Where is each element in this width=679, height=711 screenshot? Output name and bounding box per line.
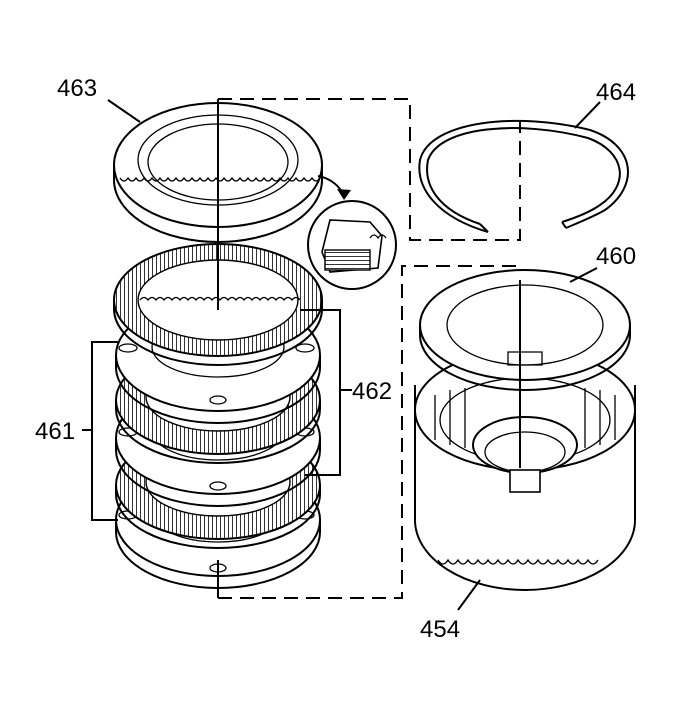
clutch-plate-stack <box>113 243 323 589</box>
callout-454: 454 <box>420 616 460 643</box>
callout-464: 464 <box>596 79 636 106</box>
callout-460: 460 <box>596 243 636 270</box>
callout-463: 463 <box>57 75 97 102</box>
callout-462: 462 <box>352 378 392 405</box>
snap-ring-464 <box>418 119 629 233</box>
callout-461: 461 <box>35 418 75 445</box>
clutch-housing-454 <box>414 349 636 591</box>
leader-lines <box>82 99 601 611</box>
apply-ring-460 <box>419 269 631 391</box>
detail-magnifier <box>307 175 397 290</box>
